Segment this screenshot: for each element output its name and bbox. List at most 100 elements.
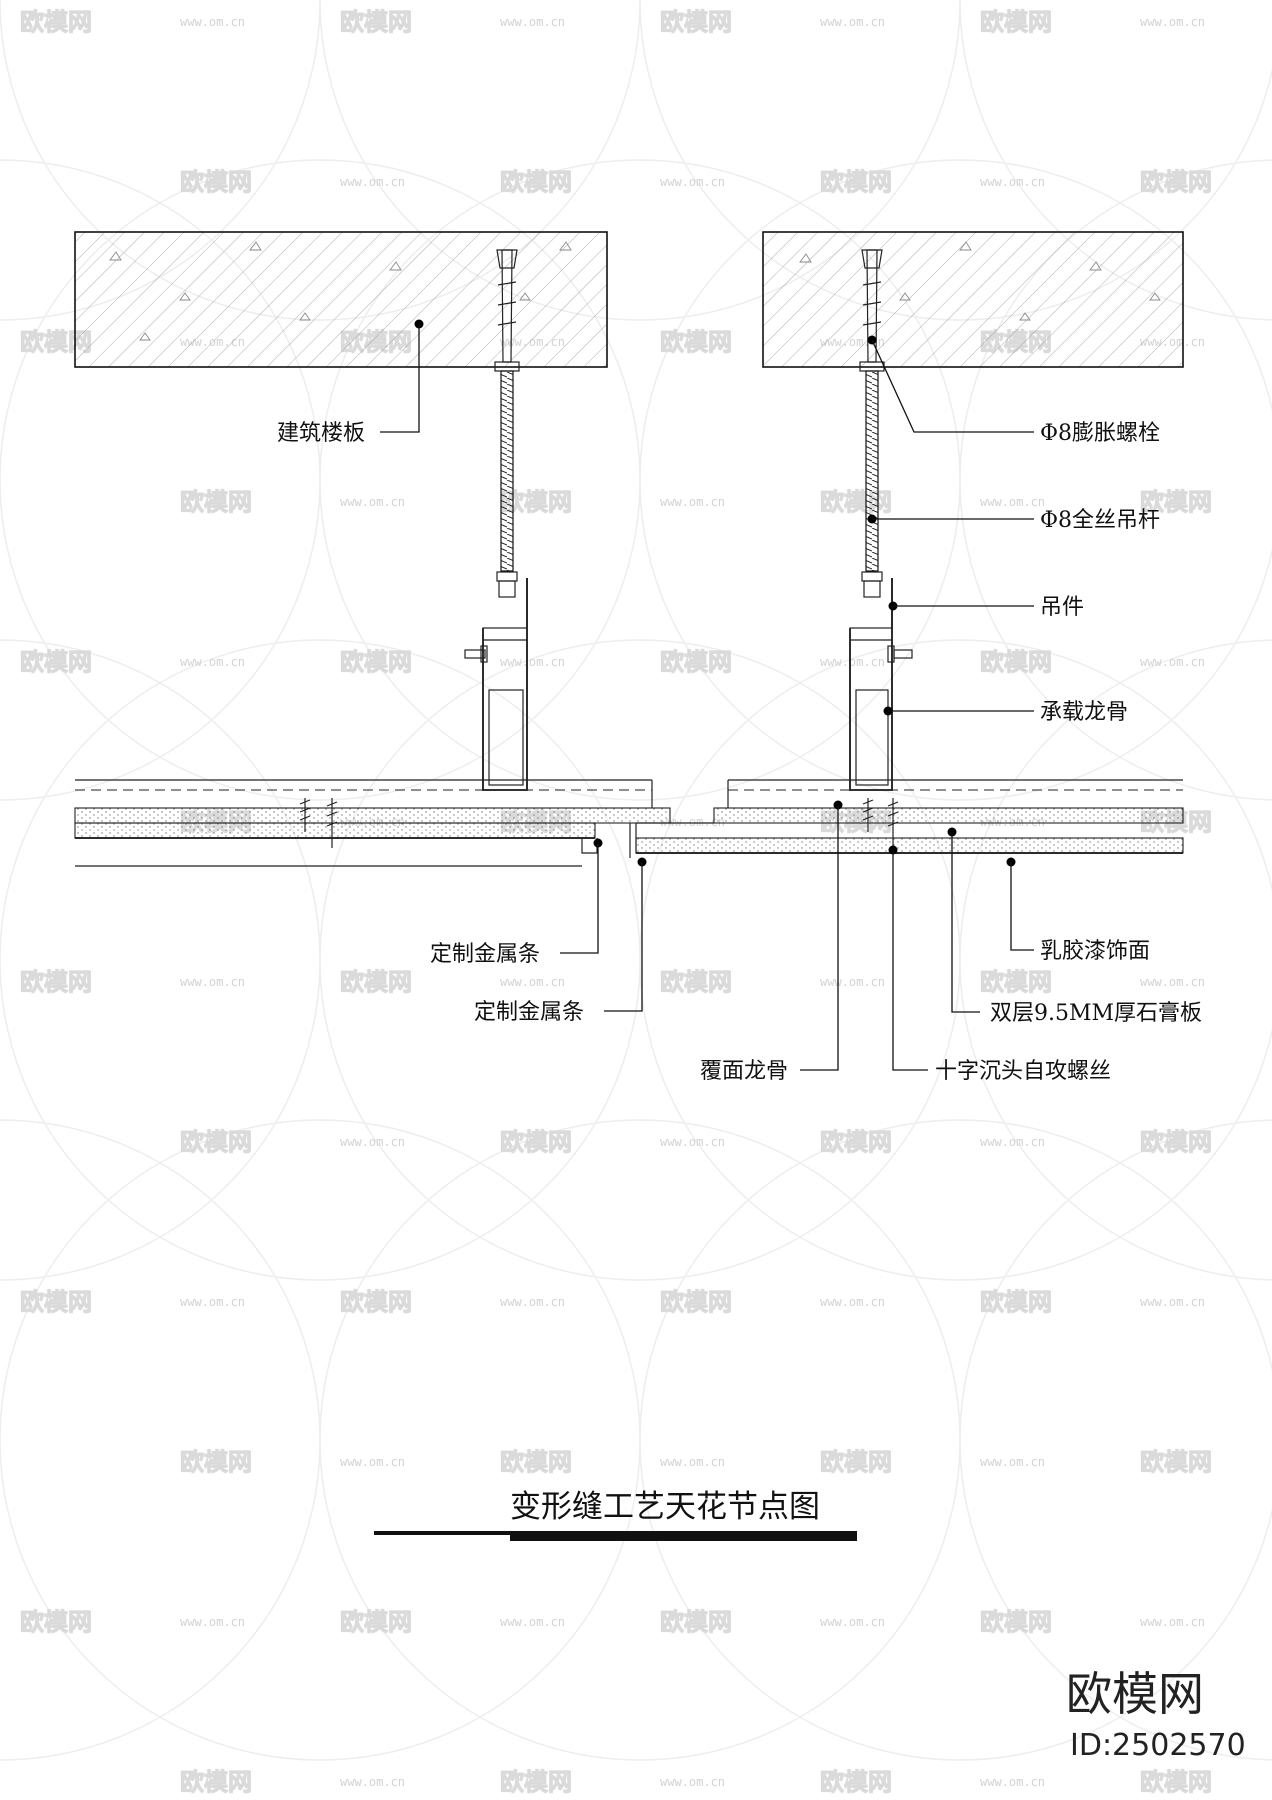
watermark-url: www.om.cn (340, 495, 405, 509)
watermark-url: www.om.cn (500, 1295, 565, 1309)
watermark-url: www.om.cn (980, 1775, 1045, 1789)
watermark-url: www.om.cn (500, 1615, 565, 1629)
label-metal-strip-1: 定制金属条 (430, 942, 540, 967)
label-metal-strip-2: 定制金属条 (474, 1000, 584, 1025)
watermark-brand: 欧模网 (180, 1448, 252, 1476)
watermark-arc (319, 0, 961, 321)
watermark-brand: 欧模网 (660, 328, 732, 356)
watermark-brand: 欧模网 (820, 488, 892, 516)
watermark-brand: 欧模网 (1140, 1128, 1212, 1156)
watermark-brand: 欧模网 (180, 488, 252, 516)
watermark-url: www.om.cn (980, 1135, 1045, 1149)
brand-logo: 欧模网 (1066, 1667, 1204, 1721)
ceiling-layers-left (74, 779, 671, 867)
watermark-url: www.om.cn (820, 655, 885, 669)
watermark-brand: 欧模网 (340, 648, 412, 676)
watermark-url: www.om.cn (340, 1455, 405, 1469)
watermark-brand: 欧模网 (180, 168, 252, 196)
watermark-brand: 欧模网 (20, 968, 92, 996)
watermark-url: www.om.cn (180, 15, 245, 29)
watermark-brand: 欧模网 (500, 1448, 572, 1476)
watermark-brand: 欧模网 (20, 648, 92, 676)
watermark-url: www.om.cn (820, 1615, 885, 1629)
watermark-arc (639, 639, 1272, 1281)
brand-id: ID:2502570 (1070, 1728, 1246, 1763)
watermark-url: www.om.cn (500, 655, 565, 669)
label-expansion-bolt: Φ8膨胀螺栓 (1040, 421, 1160, 446)
watermark-arc (0, 1119, 321, 1761)
label-cross-screw: 十字沉头自攻螺丝 (935, 1059, 1111, 1084)
watermark-url: www.om.cn (1140, 1295, 1205, 1309)
label-floor-slab: 建筑楼板 (277, 421, 365, 446)
watermark-url: www.om.cn (1140, 15, 1205, 29)
label-hanger: 吊件 (1040, 595, 1084, 620)
watermark-brand: 欧模网 (340, 968, 412, 996)
floor-slab-left (74, 231, 608, 368)
watermark-url: www.om.cn (1140, 975, 1205, 989)
watermark-brand: 欧模网 (980, 8, 1052, 36)
watermark-url: www.om.cn (180, 1295, 245, 1309)
watermark-url: www.om.cn (820, 1295, 885, 1309)
watermark-url: www.om.cn (500, 15, 565, 29)
watermark-url: www.om.cn (180, 975, 245, 989)
watermark-brand: 欧模网 (20, 8, 92, 36)
label-threaded-rod: Φ8全丝吊杆 (1040, 508, 1160, 533)
hanger-assembly-left (464, 249, 528, 791)
watermark-url: www.om.cn (660, 175, 725, 189)
watermark-brand: 欧模网 (20, 1608, 92, 1636)
watermark-brand: 欧模网 (500, 168, 572, 196)
watermark-url: www.om.cn (660, 1775, 725, 1789)
watermark-url: www.om.cn (660, 1135, 725, 1149)
watermark-brand: 欧模网 (1140, 1448, 1212, 1476)
watermark-url: www.om.cn (340, 175, 405, 189)
watermark-brand: 欧模网 (500, 1128, 572, 1156)
watermark-arc (959, 639, 1272, 1281)
watermark-arc (959, 159, 1272, 801)
label-gypsum-board: 双层9.5MM厚石膏板 (990, 1001, 1202, 1026)
watermark-brand: 欧模网 (980, 648, 1052, 676)
watermark-brand: 欧模网 (20, 1288, 92, 1316)
watermark-brand: 欧模网 (660, 968, 732, 996)
watermark-brand: 欧模网 (1140, 1768, 1212, 1796)
label-main-keel: 承载龙骨 (1040, 700, 1128, 725)
watermark-url: www.om.cn (980, 1455, 1045, 1469)
watermark-brand: 欧模网 (1140, 488, 1212, 516)
watermark-url: www.om.cn (980, 175, 1045, 189)
watermark-arc (959, 1119, 1272, 1761)
watermark-url: www.om.cn (340, 1775, 405, 1789)
watermark-brand: 欧模网 (980, 968, 1052, 996)
watermark-url: www.om.cn (500, 975, 565, 989)
watermark-url: www.om.cn (340, 1135, 405, 1149)
watermark-url: www.om.cn (660, 495, 725, 509)
drawing-title: 变形缝工艺天花节点图 (510, 1489, 820, 1525)
watermark-url: www.om.cn (180, 1615, 245, 1629)
watermark-brand: 欧模网 (180, 1128, 252, 1156)
watermark-brand: 欧模网 (180, 1768, 252, 1796)
watermark-url: www.om.cn (660, 815, 725, 829)
watermark-brand: 欧模网 (340, 1608, 412, 1636)
leaders (380, 319, 1034, 1071)
watermark-url: www.om.cn (820, 15, 885, 29)
ceiling-layers-right (635, 779, 1184, 854)
watermark-url: www.om.cn (1140, 1615, 1205, 1629)
watermark-url: www.om.cn (660, 1455, 725, 1469)
watermark-brand: 欧模网 (980, 1608, 1052, 1636)
label-cover-keel: 覆面龙骨 (700, 1059, 788, 1084)
watermark-brand: 欧模网 (820, 1768, 892, 1796)
watermark-brand: 欧模网 (1140, 168, 1212, 196)
watermark-brand: 欧模网 (660, 8, 732, 36)
watermark-brand: 欧模网 (820, 1448, 892, 1476)
watermark-brand: 欧模网 (820, 168, 892, 196)
watermark-brand: 欧模网 (660, 648, 732, 676)
watermark-brand: 欧模网 (660, 1608, 732, 1636)
watermark-brand: 欧模网 (500, 1768, 572, 1796)
watermark-brand: 欧模网 (820, 1128, 892, 1156)
watermark-brand: 欧模网 (340, 1288, 412, 1316)
watermark-url: www.om.cn (1140, 655, 1205, 669)
watermark-url: www.om.cn (980, 495, 1045, 509)
title-underline-bar (510, 1531, 857, 1541)
watermark-brand: 欧模网 (340, 8, 412, 36)
watermark-arc (639, 1119, 1272, 1761)
watermark-brand: 欧模网 (980, 1288, 1052, 1316)
